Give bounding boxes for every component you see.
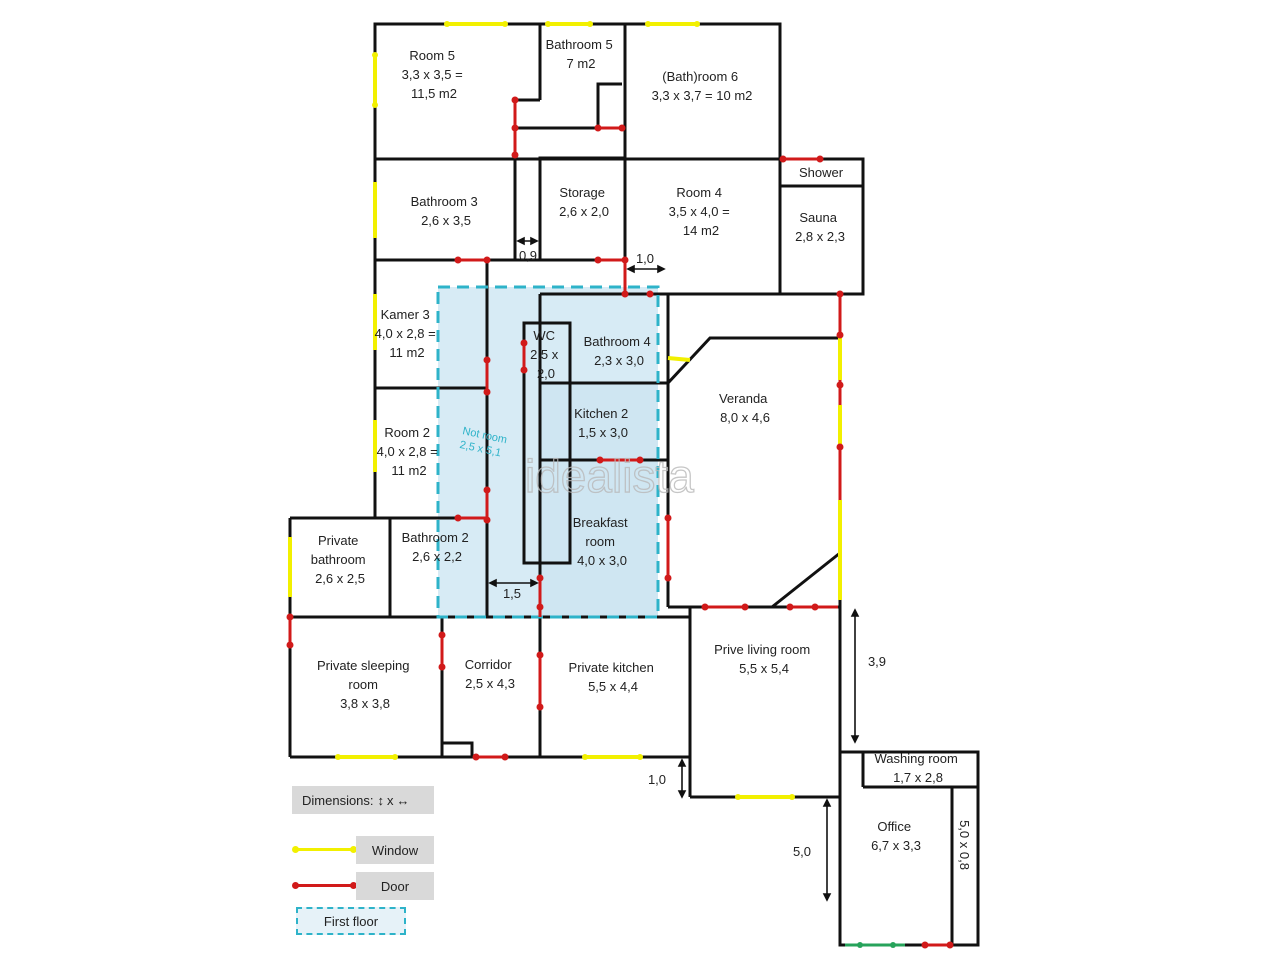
legend-first-floor: First floor [296, 907, 406, 935]
dim-label-3-9: 3,9 [868, 654, 886, 669]
window-markers [335, 21, 795, 800]
doors [288, 100, 950, 947]
dim-label-0-9: 0,9 [519, 248, 537, 263]
bathroom3-label: Bathroom 3 2,6 x 3,5 [411, 194, 482, 228]
legend-door-dot [292, 882, 299, 889]
wc-label: WC 2,5 x 2,0 [530, 328, 562, 381]
legend-door-label: Door [380, 878, 410, 894]
dim-label-5-0-x-0-8: 5,0 x 0,8 [957, 820, 972, 870]
bathroom4-label: Bathroom 4 2,3 x 3,0 [584, 334, 655, 368]
washing-room-label: Washing room 1,7 x 2,8 [875, 751, 962, 785]
shower-label: Shower [799, 165, 844, 180]
bathroom2-label: Bathroom 2 2,6 x 2,2 [402, 530, 473, 564]
legend-window: Window [356, 836, 434, 864]
sauna-label: Sauna 2,8 x 2,3 [795, 210, 845, 244]
horizontal-arrow-icon: ↔ [396, 792, 410, 808]
kitchen2-label: Kitchen 2 1,5 x 3,0 [574, 406, 632, 440]
legend-dimensions: Dimensions: ↕ x ↔ [292, 786, 434, 814]
legend-door-line [296, 884, 354, 887]
corridor-label: Corridor 2,5 x 4,3 [465, 657, 516, 691]
legend-window-label: Window [371, 842, 419, 858]
first-floor-outline [436, 285, 660, 619]
private-sleeping-label: Private sleeping room 3,8 x 3,8 [317, 658, 413, 711]
watermark: idealista [525, 450, 694, 502]
breakfast-label: Breakfast room 4,0 x 3,0 [573, 515, 632, 568]
dimension-labels: 0,9 1,0 1,5 3,9 1,0 5,0 5,0 x 0,8 [503, 248, 972, 870]
legend-first-floor-label: First floor [323, 913, 379, 929]
room4-label: Room 4 3,5 x 4,0 = 14 m2 [669, 185, 734, 238]
private-kitchen-label: Private kitchen 5,5 x 4,4 [569, 660, 658, 694]
legend-window-dot [350, 846, 357, 853]
dim-label-1-0-top: 1,0 [636, 251, 654, 266]
room2-label: Room 2 4,0 x 2,8 = 11 m2 [377, 425, 442, 478]
bathroom6-label: (Bath)room 6 3,3 x 3,7 = 10 m2 [652, 69, 753, 103]
bathroom5-label: Bathroom 5 7 m2 [546, 37, 617, 71]
office-window-marker [857, 942, 863, 948]
legend-door: Door [356, 872, 434, 900]
dim-label-5-0: 5,0 [793, 844, 811, 859]
room-labels: Room 5 3,3 x 3,5 = 11,5 m2 Bathroom 5 7 … [311, 37, 962, 853]
dimension-arrows [488, 236, 860, 902]
first-floor-area-secondary [540, 383, 658, 617]
veranda-label: Veranda 8,0 x 4,6 [719, 391, 771, 425]
door-markers [286, 96, 954, 949]
dim-label-1-5: 1,5 [503, 586, 521, 601]
prive-living-label: Prive living room 5,5 x 5,4 [714, 642, 814, 676]
legend-window-dot [292, 846, 299, 853]
office-window-marker [890, 942, 896, 948]
room5-label: Room 5 3,3 x 3,5 = 11,5 m2 [402, 48, 467, 101]
legend-dimensions-label: Dimensions: [302, 792, 374, 808]
legend-window-line [296, 848, 354, 851]
storage-label: Storage 2,6 x 2,0 [559, 185, 609, 219]
dim-label-1-0-bottom: 1,0 [648, 772, 666, 787]
office-label: Office 6,7 x 3,3 [871, 819, 921, 853]
vertical-arrow-icon: ↕ [377, 792, 385, 808]
legend-door-dot [350, 882, 357, 889]
private-bathroom-label: Private bathroom 2,6 x 2,5 [311, 533, 370, 586]
windows [288, 22, 842, 799]
legend-dimensions-x: x [387, 792, 394, 808]
kamer3-label: Kamer 3 4,0 x 2,8 = 11 m2 [375, 307, 440, 360]
